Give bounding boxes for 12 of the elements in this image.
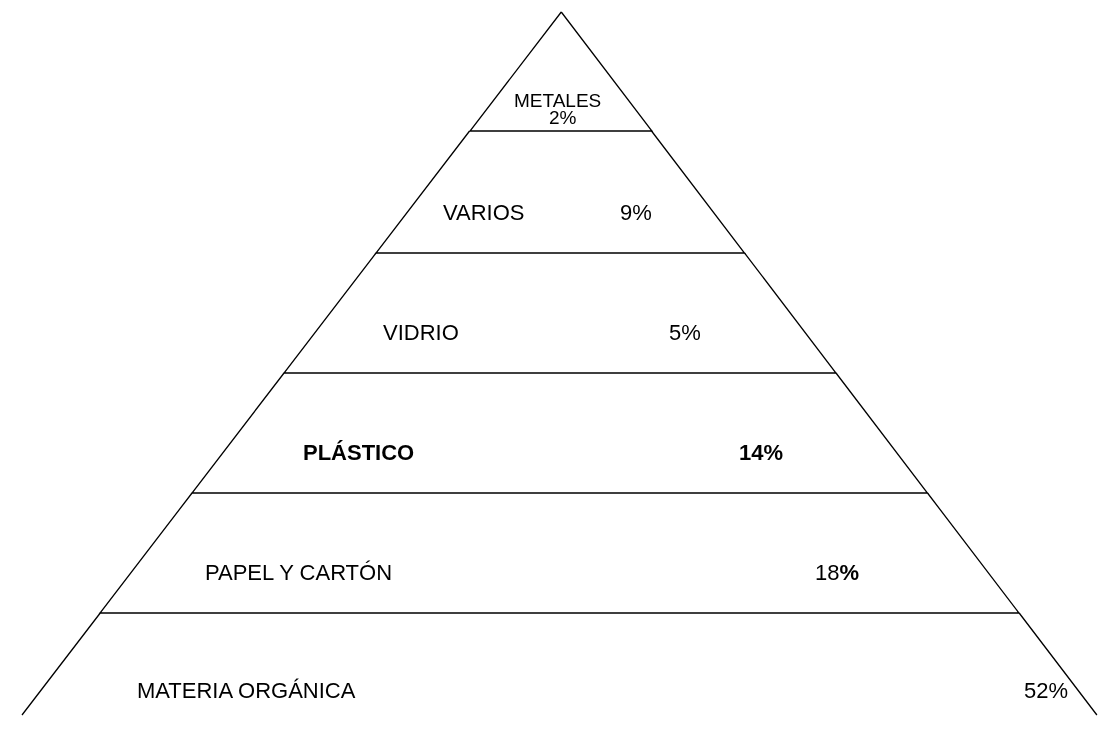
percentage-label: 52% [1024, 680, 1069, 702]
percentage-label: 18% [815, 562, 860, 584]
percentage-label: 9% [620, 202, 652, 224]
category-label: PLÁSTICO [303, 442, 415, 464]
category-label: METALES [514, 91, 602, 110]
percentage-label: 2% [549, 108, 577, 127]
category-label: PAPEL Y CARTÓN [205, 562, 393, 584]
category-label: VIDRIO [383, 322, 459, 344]
percentage-label: 5% [669, 322, 701, 344]
category-label: VARIOS [443, 202, 525, 224]
category-label: MATERIA ORGÁNICA [137, 680, 356, 702]
percentage-label: 14% [739, 442, 784, 464]
